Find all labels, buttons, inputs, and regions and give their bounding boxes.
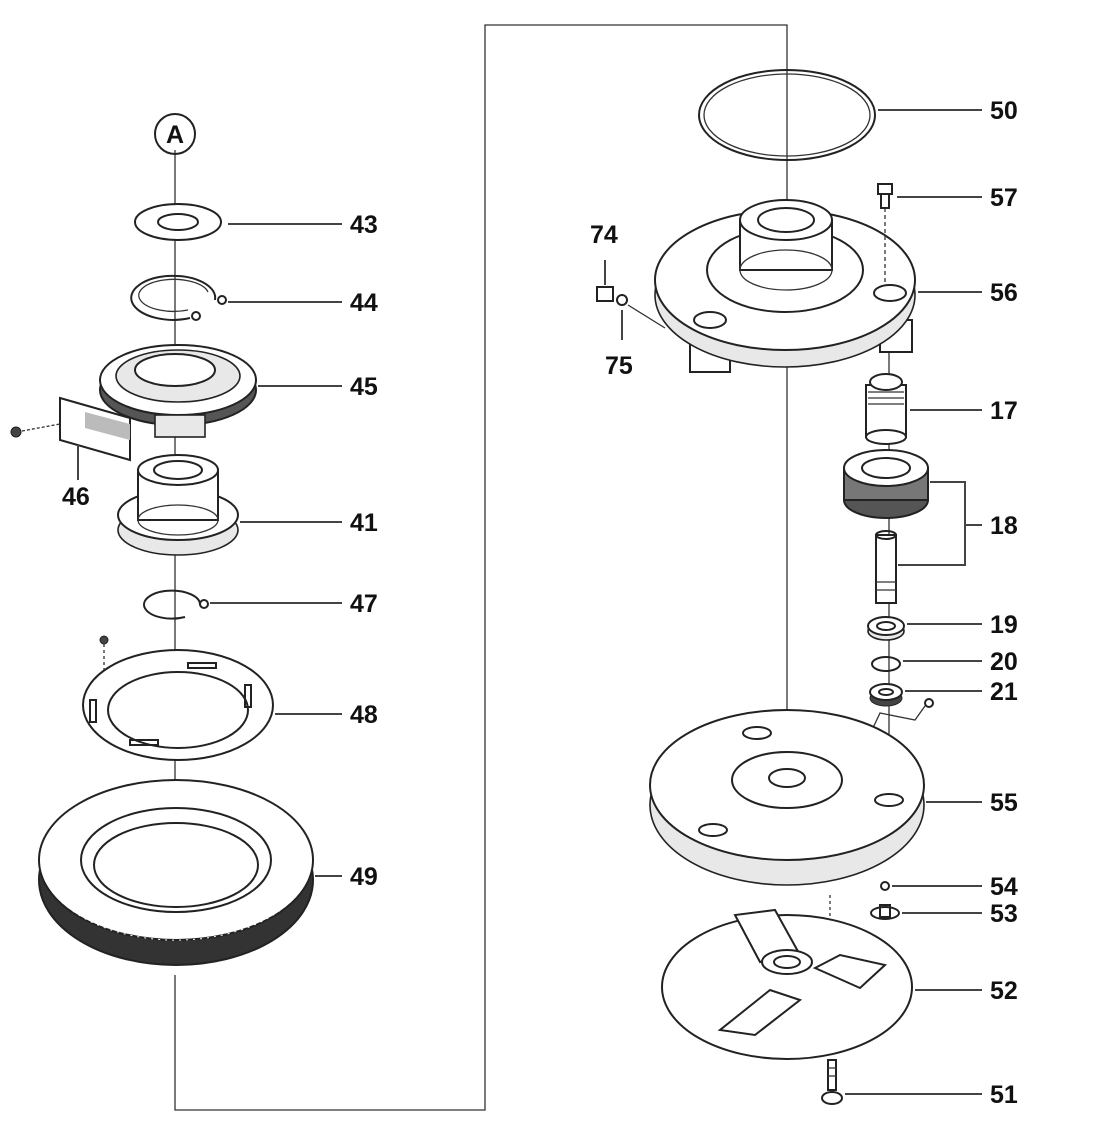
label-45: 45 bbox=[350, 373, 378, 401]
label-57: 57 bbox=[990, 184, 1018, 212]
part-44-circlip bbox=[130, 274, 227, 321]
leader-lines bbox=[210, 109, 982, 1095]
label-44: 44 bbox=[350, 289, 378, 317]
label-74: 74 bbox=[590, 221, 618, 249]
part-53-clip bbox=[870, 904, 900, 920]
part-21-bushing bbox=[869, 683, 934, 731]
part-54-ball bbox=[880, 881, 890, 891]
label-53: 53 bbox=[990, 900, 1018, 928]
part-47-circlip bbox=[143, 589, 209, 620]
label-43: 43 bbox=[350, 211, 378, 239]
part-51-screw bbox=[821, 1059, 843, 1105]
label-21: 21 bbox=[990, 678, 1018, 706]
part-48-slotted-plate bbox=[82, 635, 274, 761]
part-74-grub-screw bbox=[596, 260, 614, 302]
part-56-flange-housing bbox=[654, 199, 916, 373]
label-18: 18 bbox=[990, 512, 1018, 540]
label-51: 51 bbox=[990, 1081, 1018, 1109]
label-56: 56 bbox=[990, 279, 1018, 307]
part-57-screw bbox=[877, 183, 893, 285]
part-45-gear-ring bbox=[99, 344, 257, 438]
part-55-base-disc bbox=[649, 709, 925, 886]
part-50-o-ring bbox=[698, 69, 876, 161]
label-46: 46 bbox=[62, 483, 90, 511]
label-49: 49 bbox=[350, 863, 378, 891]
part-49-dial-ring bbox=[38, 779, 314, 966]
part-20-small-o-ring bbox=[871, 656, 901, 672]
label-17: 17 bbox=[990, 397, 1018, 425]
part-18-knurled-nut-shaft bbox=[843, 449, 929, 604]
part-43-washer bbox=[134, 203, 222, 241]
assembly-connector-line bbox=[174, 24, 788, 1111]
label-54: 54 bbox=[990, 873, 1018, 901]
label-50: 50 bbox=[990, 97, 1018, 125]
label-48: 48 bbox=[350, 701, 378, 729]
marker-a: A bbox=[154, 113, 196, 155]
label-52: 52 bbox=[990, 977, 1018, 1005]
part-17-threaded-sleeve bbox=[865, 373, 907, 445]
part-19-washer bbox=[867, 616, 905, 641]
marker-a-text: A bbox=[166, 121, 184, 149]
label-55: 55 bbox=[990, 789, 1018, 817]
label-41: 41 bbox=[350, 509, 378, 537]
label-20: 20 bbox=[990, 648, 1018, 676]
label-19: 19 bbox=[990, 611, 1018, 639]
part-52-clamp-plate bbox=[661, 895, 913, 1060]
part-41-hub bbox=[117, 454, 239, 556]
part-75-ball bbox=[616, 294, 666, 340]
label-75: 75 bbox=[605, 352, 633, 380]
label-47: 47 bbox=[350, 590, 378, 618]
part-46-label-plate bbox=[10, 396, 131, 480]
